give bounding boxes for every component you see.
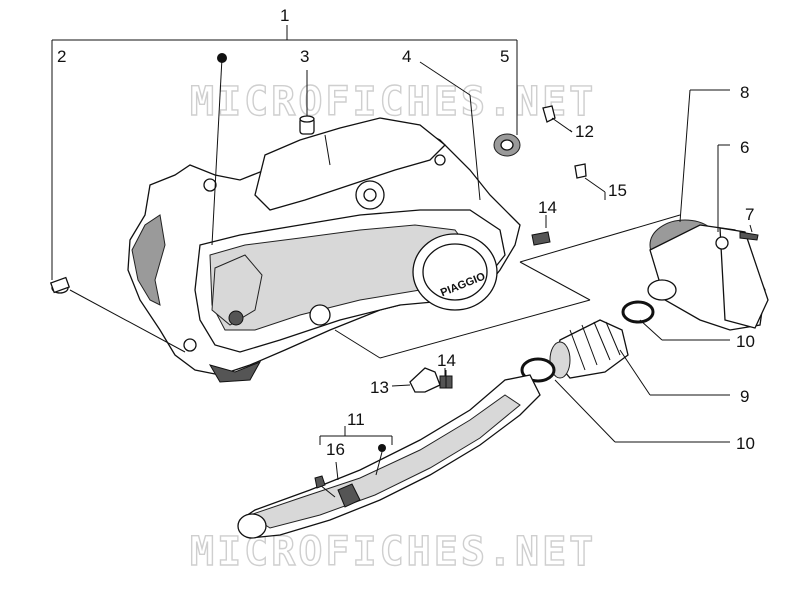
callout-3: 3 (300, 47, 309, 66)
part-12-clamp (542, 105, 573, 133)
leader-4b (469, 94, 481, 201)
dot-marker-bottom (378, 444, 386, 452)
callout-6: 6 (740, 138, 749, 157)
assembly-line-d (334, 329, 381, 359)
crankcase: PIAGGIO (127, 117, 521, 383)
leader-8 (679, 89, 691, 223)
callout-11: 11 (347, 410, 365, 429)
callout-16: 16 (326, 440, 345, 459)
part-2-dowel (49, 276, 71, 294)
part-11-air-duct (237, 374, 541, 539)
callout-5: 5 (500, 47, 509, 66)
callout-2: 2 (57, 47, 66, 66)
leader-dot (211, 57, 223, 246)
leader-4 (419, 61, 471, 96)
part-7-screw (739, 224, 759, 241)
callout-9: 9 (740, 387, 749, 406)
leader-9 (619, 349, 651, 396)
leader-3b (324, 134, 331, 166)
part-6-8-intake-housing (647, 219, 769, 331)
part-10-clamp-upper (621, 300, 655, 324)
callout-4: 4 (402, 47, 411, 66)
callout-1: 1 (280, 6, 289, 25)
part-9-bellows (549, 319, 629, 379)
part-3-bush (299, 115, 315, 135)
assembly-line-b (519, 261, 591, 301)
leader-13 (391, 384, 411, 387)
dot-marker-top (217, 53, 227, 63)
assembly-line-c (379, 299, 591, 359)
callout-14-upper: 14 (538, 198, 557, 217)
leader-2 (69, 289, 186, 353)
leader-10b (554, 379, 616, 443)
callout-14-lower: 14 (437, 351, 456, 370)
part-14-screw-upper (531, 215, 551, 246)
part-15-clip (574, 163, 606, 200)
callout-8: 8 (740, 83, 749, 102)
part-5-seal (493, 133, 521, 157)
callout-10-upper: 10 (736, 332, 755, 351)
group-bracket-11 (319, 426, 393, 481)
leader-12 (569, 129, 573, 133)
part-13-bracket (409, 367, 441, 393)
leader-10a (639, 319, 663, 341)
callout-10-lower: 10 (736, 434, 755, 453)
callout-12: 12 (575, 122, 594, 141)
group-bracket-1 (51, 25, 518, 60)
assembly-line-a (519, 214, 681, 263)
callout-13: 13 (370, 378, 389, 397)
callout-7: 7 (745, 205, 754, 224)
watermark-top: MICROFICHES.NET (190, 79, 596, 125)
callout-15: 15 (608, 181, 627, 200)
